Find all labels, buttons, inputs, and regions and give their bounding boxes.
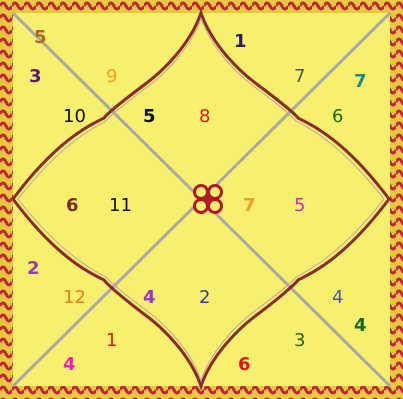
chart-label: 7	[243, 195, 256, 216]
chart-label: 5	[143, 106, 156, 127]
chart-label: 4	[332, 287, 343, 308]
chart-label: 2	[27, 258, 40, 279]
chart-label: 6	[332, 106, 343, 127]
chart-label: 7	[354, 71, 367, 92]
chart-label: 4	[354, 315, 367, 336]
chart-label: 6	[238, 354, 251, 375]
chart-label: 12	[63, 287, 86, 308]
chart-label: 8	[199, 106, 210, 127]
chart-label: 3	[29, 66, 42, 87]
chart-label: 11	[109, 195, 132, 216]
lotus-knot-icon	[193, 184, 223, 214]
chart-label: 4	[143, 287, 156, 308]
chart-label: 7	[294, 66, 305, 87]
chart-label: 6	[66, 195, 79, 216]
chart-label: 4	[63, 354, 76, 375]
chart-label: 2	[199, 287, 210, 308]
chart-label: 1	[234, 31, 247, 52]
chart-label: 5	[34, 27, 47, 48]
chart-label: 10	[63, 106, 86, 127]
chart-label: 9	[106, 66, 117, 87]
chart-label: 3	[294, 330, 305, 351]
chart-label: 1	[106, 330, 117, 351]
chart-label: 5	[294, 195, 305, 216]
